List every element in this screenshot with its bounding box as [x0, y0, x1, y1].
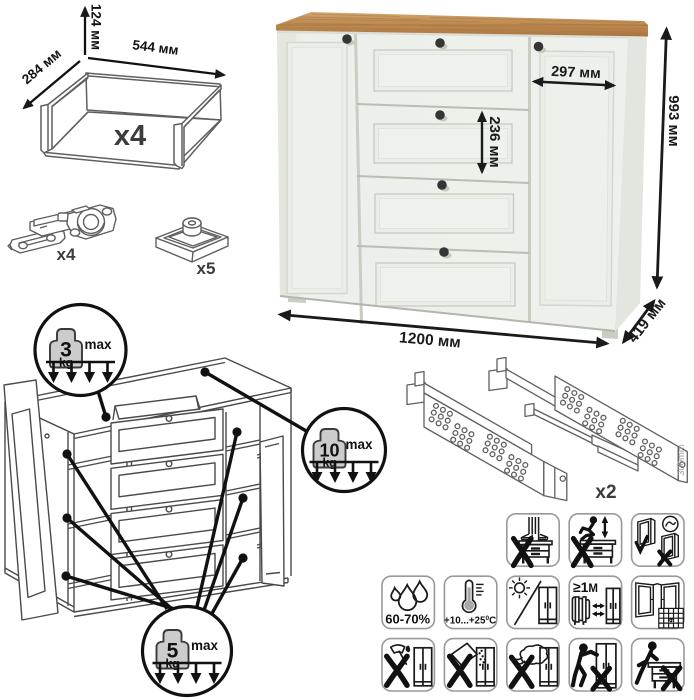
- svg-text:max: max: [345, 437, 373, 452]
- svg-text:60-70%: 60-70%: [385, 611, 430, 626]
- svg-text:3: 3: [60, 339, 72, 362]
- svg-text:236 мм: 236 мм: [486, 116, 503, 167]
- svg-text:x2: x2: [595, 482, 616, 503]
- svg-text:+10...+250C: +10...+250C: [444, 615, 496, 626]
- svg-text:x5: x5: [197, 259, 216, 278]
- svg-text:≥1M: ≥1M: [573, 579, 598, 595]
- svg-text:x4: x4: [114, 120, 146, 152]
- svg-text:297 мм: 297 мм: [551, 64, 601, 82]
- svg-text:max: max: [191, 638, 219, 653]
- svg-text:max: max: [84, 337, 112, 352]
- svg-text:544 мм: 544 мм: [132, 37, 180, 58]
- svg-text:1200 мм: 1200 мм: [398, 329, 461, 351]
- svg-text:993 мм: 993 мм: [665, 95, 682, 146]
- svg-text:21: 21: [669, 618, 674, 623]
- svg-text:300mm: 300mm: [676, 444, 687, 476]
- svg-text:124 мм: 124 мм: [88, 4, 103, 50]
- svg-text:x4: x4: [57, 245, 76, 264]
- svg-text:5: 5: [167, 640, 179, 663]
- svg-text:10: 10: [319, 441, 339, 461]
